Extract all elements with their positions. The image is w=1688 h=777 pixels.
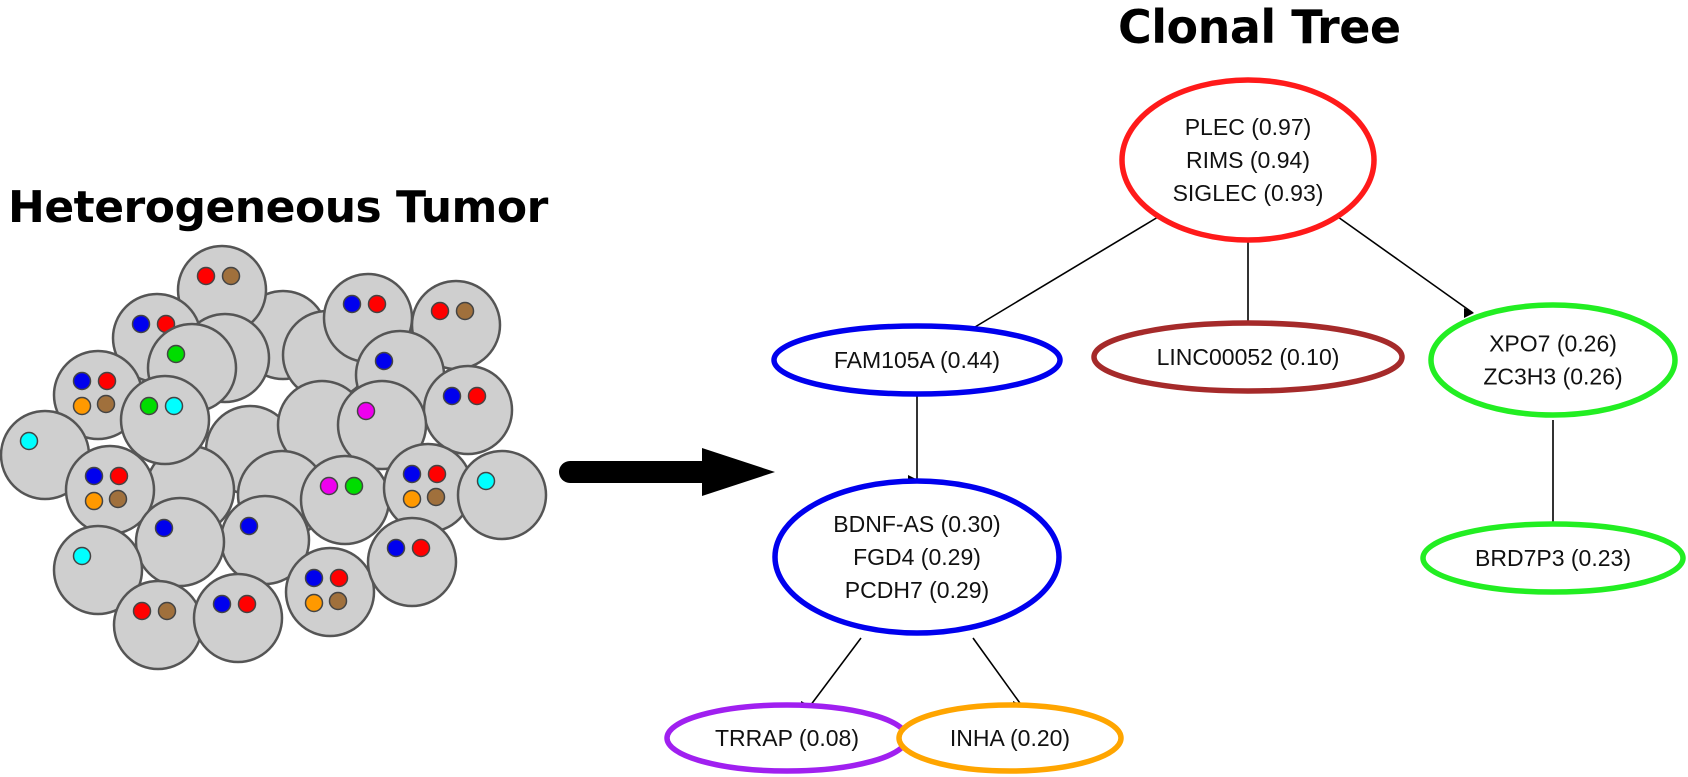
tumor-cell [176,244,268,336]
tree-nodes: PLEC (0.97) RIMS (0.94) SIGLEC (0.93) FAM10… [664,77,1686,774]
gene-label: INHA (0.20) [950,725,1070,751]
mutation-dot-red [237,594,257,614]
node-ellipse [896,702,1124,774]
tree-node-linc00052: LINC00052 (0.10) [1091,320,1405,394]
tree-node-trrap: TRRAP (0.08) [664,702,910,774]
mutation-dot-red [132,601,152,621]
mutation-dot-red [329,568,349,588]
mutation-dot-brown [328,591,348,611]
tumor-cell [382,442,474,534]
mutation-dot-blue [442,386,462,406]
tree-node-xpo7: XPO7 (0.26) ZC3H3 (0.26) [1428,302,1678,418]
mutation-dot-orange [72,396,92,416]
mutation-dot-cyan [164,396,184,416]
clonal-tree-title: Clonal Tree [1118,0,1401,54]
mutation-dot-green [139,396,159,416]
mutation-dot-red [411,538,431,558]
tumor-cell [299,454,391,546]
mutation-dot-blue [72,371,92,391]
transform-arrow [559,448,775,496]
tree-node-inha: INHA (0.20) [896,702,1124,774]
tumor-cell [192,572,284,664]
mutation-dot-blue [212,594,232,614]
gene-label: LINC00052 (0.10) [1157,344,1340,370]
mutation-dot-magenta [319,476,339,496]
mutation-dot-brown [455,301,475,321]
mutation-dot-cyan [19,431,39,451]
node-ellipse [1420,521,1686,595]
tumor-cell [52,524,144,616]
mutation-dot-brown [157,601,177,621]
mutation-dot-brown [426,487,446,507]
mutation-dot-red [430,301,450,321]
tumor-cell [422,364,514,456]
node-ellipse [772,478,1062,636]
mutation-dot-cyan [476,471,496,491]
edge-bdnf-to-trrap [801,637,862,711]
mutation-dot-brown [221,266,241,286]
mutation-dot-blue [154,518,174,538]
edge-root-to-fam105a [961,216,1159,335]
mutation-dot-brown [96,394,116,414]
mutation-dot-orange [402,489,422,509]
node-ellipse [1091,320,1405,394]
node-ellipse [1119,77,1377,243]
tree-node-root: PLEC (0.97) RIMS (0.94) SIGLEC (0.93) [1119,77,1377,243]
gene-label: RIMS (0.94) [1186,147,1310,173]
mutation-dot-blue [342,294,362,314]
gene-label: FAM105A (0.44) [834,347,1000,373]
gene-label: SIGLEC (0.93) [1173,180,1324,206]
mutation-dot-green [166,344,186,364]
mutation-dot-red [427,464,447,484]
gene-label: PCDH7 (0.29) [845,577,989,603]
gene-label: XPO7 (0.26) [1489,331,1617,357]
mutation-dot-blue [239,516,259,536]
mutation-dot-blue [304,568,324,588]
node-ellipse [1428,302,1678,418]
gene-label: ZC3H3 (0.26) [1483,364,1622,390]
mutation-dot-blue [386,538,406,558]
mutation-dot-blue [131,314,151,334]
tree-node-fam105a: FAM105A (0.44) [771,323,1063,397]
mutation-dot-blue [84,466,104,486]
gene-label: TRRAP (0.08) [715,725,859,751]
mutation-dot-blue [402,464,422,484]
gene-label: PLEC (0.97) [1185,114,1312,140]
mutation-dot-blue [374,351,394,371]
tumor-cell [112,579,204,671]
tumor-title: Heterogeneous Tumor [8,182,548,233]
node-ellipse [771,323,1063,397]
tumor-cell [119,374,211,466]
tumor-cell [64,444,156,536]
tree-node-bdnf: BDNF-AS (0.30) FGD4 (0.29) PCDH7 (0.29) [772,478,1062,636]
tree-edges [801,216,1554,711]
mutation-dot-red [196,266,216,286]
tumor-cell [134,496,226,588]
edge-root-to-xpo7 [1337,216,1474,318]
mutation-dot-red [97,371,117,391]
mutation-dot-red [467,386,487,406]
gene-label: FGD4 (0.29) [853,544,981,570]
mutation-dot-cyan [72,546,92,566]
edge-bdnf-to-inha [972,637,1023,711]
tumor-cell [284,546,376,638]
mutation-dot-red [109,466,129,486]
gene-label: BDNF-AS (0.30) [833,511,1000,537]
mutation-dot-orange [84,491,104,511]
tree-node-brd7p3: BRD7P3 (0.23) [1420,521,1686,595]
tumor-cell [366,516,458,608]
tumor-cell [336,379,428,471]
mutation-dot-green [344,476,364,496]
mutation-dot-brown [108,489,128,509]
mutation-dot-orange [304,593,324,613]
tumor-cluster [0,244,548,671]
gene-label: BRD7P3 (0.23) [1475,545,1631,571]
tumor-cell [456,449,548,541]
mutation-dot-red [367,294,387,314]
mutation-dot-magenta [356,401,376,421]
